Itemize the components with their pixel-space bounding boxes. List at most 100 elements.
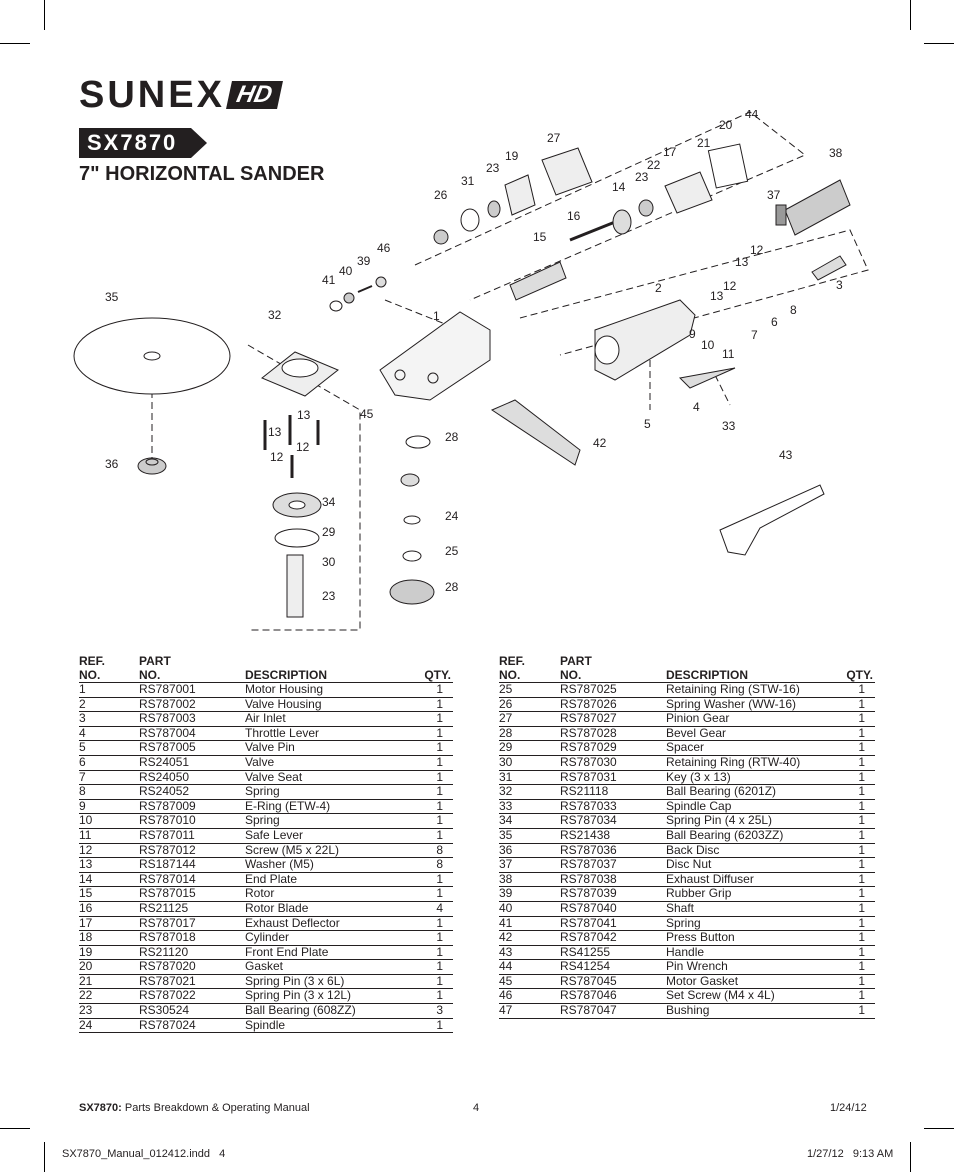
cell-part-no: RS787005 bbox=[139, 741, 245, 756]
cell-part-no: RS787012 bbox=[139, 843, 245, 859]
callout-27: 27 bbox=[547, 131, 561, 145]
callout-35: 35 bbox=[105, 290, 119, 304]
cell-qty: 1 bbox=[833, 741, 875, 756]
cell-part-no: RS787025 bbox=[560, 682, 666, 698]
motor-gasket bbox=[707, 143, 749, 189]
cell-description: Key (3 x 13) bbox=[666, 770, 833, 786]
cell-qty: 1 bbox=[411, 741, 453, 756]
cell-description: E-Ring (ETW-4) bbox=[245, 799, 411, 815]
crop-mark bbox=[44, 0, 45, 30]
cell-part-no: RS787047 bbox=[560, 1003, 666, 1019]
slug-file: SX7870_Manual_012412.indd 4 bbox=[62, 1148, 226, 1160]
callout-13: 13 bbox=[268, 425, 282, 439]
cell-ref: 41 bbox=[499, 916, 560, 932]
callout-28: 28 bbox=[445, 580, 459, 594]
brand-logo: SUNEX HD bbox=[79, 76, 283, 114]
cell-qty: 1 bbox=[411, 945, 453, 961]
cell-part-no: RS787038 bbox=[560, 872, 666, 888]
cell-ref: 39 bbox=[499, 887, 560, 902]
cell-description: Spacer bbox=[666, 741, 833, 756]
cell-ref: 12 bbox=[79, 843, 139, 859]
cell-qty: 1 bbox=[411, 799, 453, 815]
cell-part-no: RS24051 bbox=[139, 755, 245, 771]
callout-20: 20 bbox=[719, 118, 733, 132]
callout-39: 39 bbox=[357, 254, 371, 268]
cell-description: Spindle Cap bbox=[666, 799, 833, 815]
cell-description: Valve Pin bbox=[245, 741, 411, 756]
pin-wrench bbox=[719, 484, 825, 556]
cell-description: Spring bbox=[666, 916, 833, 932]
cell-ref: 2 bbox=[79, 697, 139, 713]
slug-timestamp: 1/27/12 9:13 AM bbox=[807, 1148, 894, 1160]
motor-housing bbox=[379, 311, 491, 401]
cell-part-no: RS787029 bbox=[560, 741, 666, 756]
callout-10: 10 bbox=[701, 338, 715, 352]
cell-ref: 34 bbox=[499, 814, 560, 829]
callout-13: 13 bbox=[735, 255, 749, 269]
cell-description: Spindle bbox=[245, 1018, 411, 1034]
cell-qty: 1 bbox=[833, 814, 875, 829]
cell-qty: 1 bbox=[833, 916, 875, 932]
column-header-ref: REF.NO. bbox=[79, 652, 139, 683]
cell-ref: 43 bbox=[499, 945, 560, 961]
cell-part-no: RS41254 bbox=[560, 960, 666, 975]
cell-ref: 45 bbox=[499, 974, 560, 990]
cell-description: Spring Washer (WW-16) bbox=[666, 697, 833, 713]
callout-9: 9 bbox=[689, 327, 696, 341]
cell-ref: 4 bbox=[79, 726, 139, 742]
cell-qty: 1 bbox=[833, 770, 875, 786]
cell-ref: 18 bbox=[79, 930, 139, 946]
callout-7: 7 bbox=[751, 328, 758, 342]
cell-ref: 20 bbox=[79, 960, 139, 975]
callout-34: 34 bbox=[322, 495, 336, 509]
callout-13: 13 bbox=[710, 289, 724, 303]
cell-qty: 1 bbox=[833, 901, 875, 917]
page-number: 4 bbox=[473, 1102, 480, 1114]
cell-description: Press Button bbox=[666, 930, 833, 946]
cell-ref: 47 bbox=[499, 1003, 560, 1019]
callout-12: 12 bbox=[750, 243, 764, 257]
cell-qty: 1 bbox=[833, 945, 875, 961]
cell-part-no: RS787041 bbox=[560, 916, 666, 932]
cell-ref: 23 bbox=[79, 1003, 139, 1019]
cell-qty: 1 bbox=[411, 989, 453, 1005]
cell-part-no: RS787026 bbox=[560, 697, 666, 713]
cell-part-no: RS41255 bbox=[560, 945, 666, 961]
cell-description: Bushing bbox=[666, 1003, 833, 1019]
cell-part-no: RS21438 bbox=[560, 828, 666, 844]
cell-ref: 24 bbox=[79, 1018, 139, 1034]
cell-part-no: RS787040 bbox=[560, 901, 666, 917]
callout-42: 42 bbox=[593, 436, 607, 450]
cell-ref: 7 bbox=[79, 770, 139, 786]
cell-qty: 8 bbox=[411, 843, 453, 859]
cell-qty: 1 bbox=[411, 828, 453, 844]
callout-28: 28 bbox=[445, 430, 459, 444]
callout-6: 6 bbox=[771, 315, 778, 329]
cell-description: Disc Nut bbox=[666, 858, 833, 873]
cell-description: Retaining Ring (RTW-40) bbox=[666, 755, 833, 771]
callout-19: 19 bbox=[505, 149, 519, 163]
cell-ref: 16 bbox=[79, 901, 139, 917]
cell-part-no: RS787001 bbox=[139, 682, 245, 698]
cell-ref: 11 bbox=[79, 828, 139, 844]
cell-part-no: RS21120 bbox=[139, 945, 245, 961]
